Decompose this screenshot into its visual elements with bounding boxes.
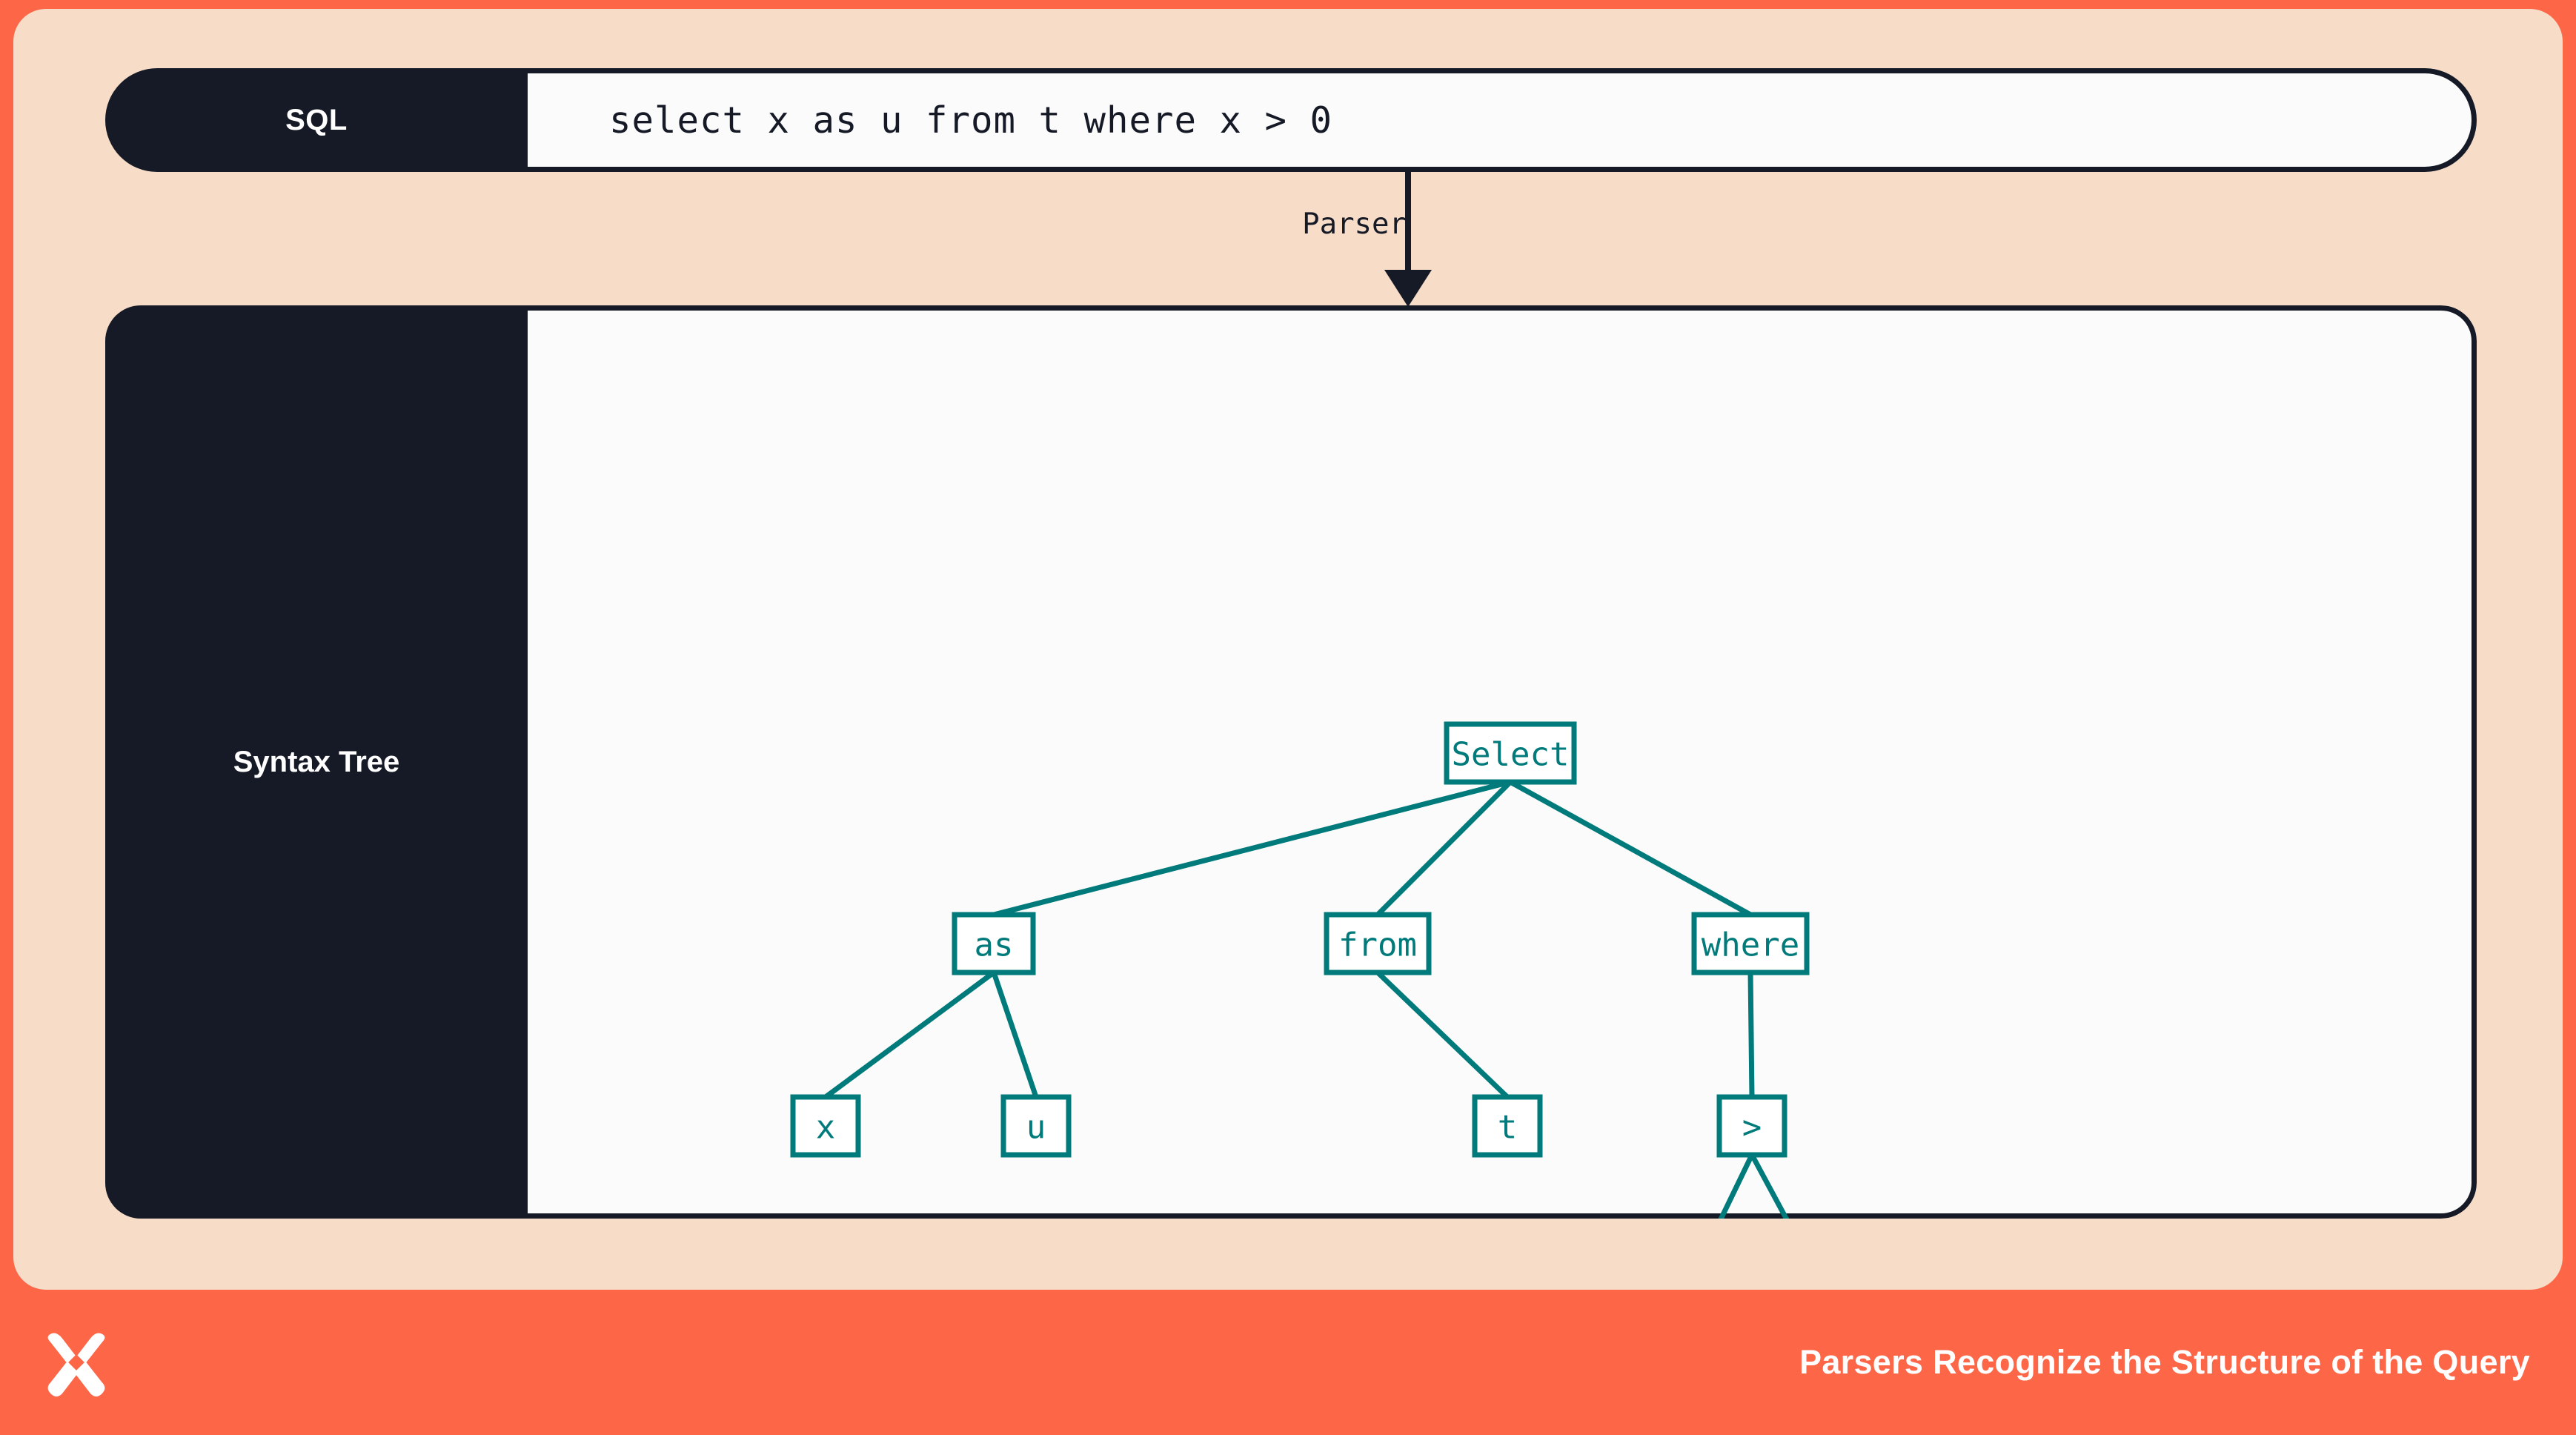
- tree-node-label: where: [1702, 927, 1799, 964]
- syntax-tree-label: Syntax Tree: [105, 305, 528, 1219]
- syntax-tree-canvas: [528, 305, 2477, 1219]
- tree-edges: [823, 779, 1790, 1219]
- tree-node-gt[interactable]: >: [1716, 1094, 1787, 1158]
- syntax-tree-panel: Syntax Tree: [105, 305, 2477, 1219]
- tree-node-select[interactable]: Select: [1444, 721, 1577, 785]
- tree-node-where[interactable]: where: [1691, 912, 1810, 975]
- tree-node-x1[interactable]: x: [790, 1094, 861, 1158]
- tree-node-box: [1472, 1094, 1543, 1158]
- sql-query-field[interactable]: select x as u from t where x > 0: [528, 68, 2477, 172]
- tree-edge: [991, 971, 1039, 1098]
- tree-node-box: [1691, 912, 1810, 975]
- sql-label-pill: SQL: [105, 68, 528, 172]
- tree-node-u[interactable]: u: [1000, 1094, 1072, 1158]
- tree-node-t[interactable]: t: [1472, 1094, 1543, 1158]
- tree-node-label: Select: [1452, 736, 1570, 774]
- footer-bar: Parsers Recognize the Structure of the Q…: [0, 1290, 2576, 1435]
- tree-edge: [1747, 972, 1755, 1098]
- tree-edge: [993, 779, 1511, 918]
- arrow-down-icon-shaft: [1405, 172, 1411, 274]
- parser-label: Parser: [1302, 208, 1407, 241]
- tree-node-label: x: [816, 1109, 836, 1147]
- tree-edge: [1509, 779, 1752, 918]
- footer-caption: Parsers Recognize the Structure of the Q…: [1799, 1343, 2530, 1381]
- tree-node-label: t: [1498, 1109, 1518, 1147]
- tree-node-box: [1716, 1094, 1787, 1158]
- tree-node-as[interactable]: as: [952, 912, 1036, 975]
- tree-node-from[interactable]: from: [1324, 912, 1432, 975]
- tree-node-box: [1444, 721, 1577, 785]
- tree-node-label: >: [1742, 1109, 1762, 1147]
- tree-edge: [1375, 970, 1510, 1099]
- tree-node-label: as: [975, 927, 1014, 964]
- tree-node-label: u: [1026, 1109, 1046, 1147]
- tree-edge: [823, 970, 996, 1099]
- tree-edge: [1749, 1153, 1790, 1219]
- parser-transition: Parser: [1260, 172, 1571, 307]
- tree-node-box: [1000, 1094, 1072, 1158]
- arrow-down-icon-head: [1384, 270, 1432, 307]
- tree-edge: [1718, 1153, 1755, 1219]
- sql-input-row: SQL select x as u from t where x > 0: [105, 68, 2477, 172]
- tree-node-box: [1324, 912, 1432, 975]
- x-mark-logo-icon: [47, 1333, 105, 1397]
- sql-query-text: select x as u from t where x > 0: [609, 99, 1333, 142]
- tree-node-box: [790, 1094, 861, 1158]
- tree-edge: [1375, 780, 1513, 917]
- tree-node-label: from: [1338, 927, 1417, 964]
- tree-node-box: [952, 912, 1036, 975]
